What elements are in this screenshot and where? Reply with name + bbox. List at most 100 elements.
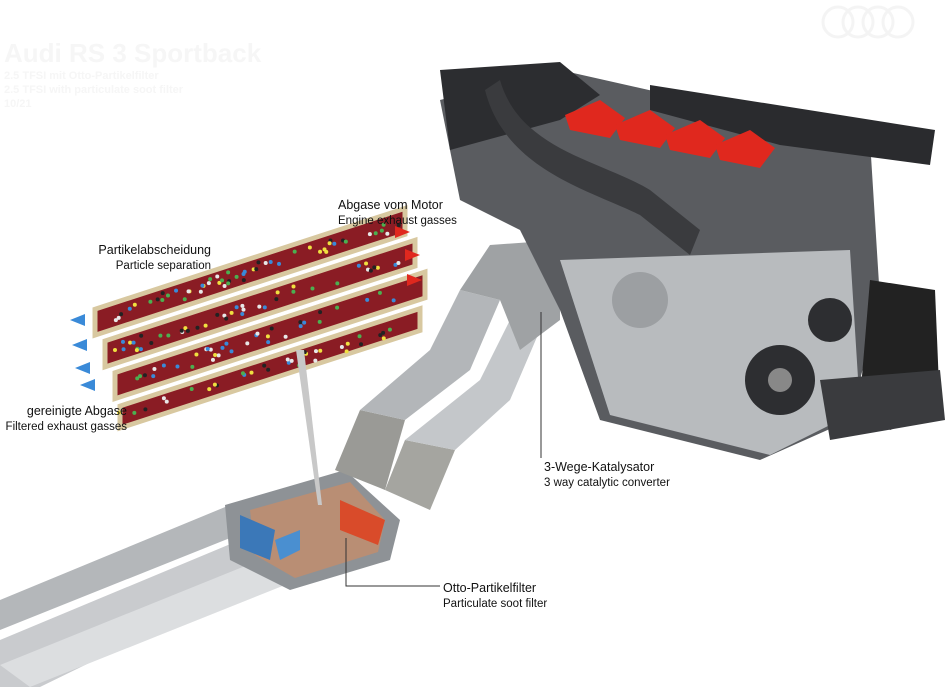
label-en: 3 way catalytic converter bbox=[544, 477, 670, 489]
soot-particle bbox=[379, 228, 384, 233]
soot-particle bbox=[275, 290, 280, 295]
soot-particle bbox=[335, 281, 340, 286]
soot-particle bbox=[142, 373, 147, 378]
soot-particle bbox=[208, 277, 213, 282]
soot-particle bbox=[121, 347, 126, 352]
catalytic-converter bbox=[460, 240, 560, 350]
soot-particle bbox=[322, 247, 327, 252]
soot-particle bbox=[368, 268, 373, 273]
soot-particle bbox=[217, 280, 222, 285]
soot-particle bbox=[175, 364, 180, 369]
soot-particle bbox=[307, 245, 312, 250]
soot-particle bbox=[283, 334, 288, 339]
soot-particle bbox=[161, 363, 166, 368]
red-engine-cover bbox=[565, 100, 775, 168]
soot-particle bbox=[262, 363, 267, 368]
soot-particle bbox=[135, 376, 140, 381]
soot-particle bbox=[289, 358, 294, 363]
soot-particle bbox=[266, 340, 271, 345]
soot-particle bbox=[257, 304, 262, 309]
soot-particle bbox=[245, 341, 250, 346]
soot-particle bbox=[149, 340, 154, 345]
soot-particle bbox=[151, 374, 156, 379]
soot-particle bbox=[120, 339, 125, 344]
soot-particle bbox=[127, 306, 132, 311]
soot-particle bbox=[234, 305, 239, 310]
soot-particle bbox=[194, 352, 199, 357]
soot-particle bbox=[391, 298, 396, 303]
label-en: Engine exhaust gasses bbox=[338, 215, 457, 227]
soot-particle bbox=[241, 278, 246, 283]
soot-particle bbox=[143, 407, 148, 412]
soot-particle bbox=[344, 349, 349, 354]
soot-particle bbox=[387, 327, 392, 332]
soot-particle bbox=[229, 349, 234, 354]
soot-particle bbox=[385, 231, 390, 236]
soot-particle bbox=[285, 357, 290, 362]
soot-particle bbox=[164, 399, 169, 404]
soot-particle bbox=[134, 348, 139, 353]
soot-particle bbox=[208, 347, 213, 352]
soot-particle bbox=[318, 249, 323, 254]
soot-particle bbox=[345, 341, 350, 346]
soot-particle bbox=[174, 288, 179, 293]
outflow-arrows bbox=[70, 314, 95, 391]
label-en: Filtered exhaust gasses bbox=[5, 421, 127, 433]
soot-particle bbox=[113, 318, 118, 323]
soot-particle bbox=[186, 289, 191, 294]
soot-particle bbox=[222, 313, 227, 318]
soot-particle bbox=[356, 263, 361, 268]
soot-particle bbox=[298, 320, 303, 325]
soot-particle bbox=[359, 342, 364, 347]
soot-particle bbox=[203, 323, 208, 328]
soot-particle bbox=[224, 316, 229, 321]
soot-particle bbox=[182, 297, 187, 302]
soot-particle bbox=[254, 267, 259, 272]
soot-particle bbox=[364, 261, 369, 266]
soot-particle bbox=[318, 310, 323, 315]
soot-particle bbox=[265, 334, 270, 339]
soot-particle bbox=[207, 387, 212, 392]
soot-particle bbox=[213, 352, 218, 357]
soot-particle bbox=[375, 265, 380, 270]
soot-particle bbox=[255, 331, 260, 336]
soot-particle bbox=[268, 259, 273, 264]
soot-particle bbox=[229, 310, 234, 315]
callout-pointer bbox=[296, 350, 322, 505]
soot-particle bbox=[373, 231, 378, 236]
exhaust-pipes bbox=[0, 505, 300, 687]
label-en: Particle separation bbox=[115, 260, 211, 272]
soot-particle bbox=[240, 303, 245, 308]
soot-particle bbox=[220, 345, 225, 350]
label-de: 3-Wege-Katalysator bbox=[544, 460, 655, 474]
soot-particle bbox=[234, 274, 239, 279]
soot-particle bbox=[332, 241, 337, 246]
soot-particle bbox=[148, 299, 153, 304]
soot-particle bbox=[158, 333, 163, 338]
label-en: Particulate soot filter bbox=[443, 598, 548, 610]
soot-particle bbox=[277, 261, 282, 266]
filter-cross-section bbox=[70, 205, 428, 432]
soot-particle bbox=[291, 289, 296, 294]
soot-particle bbox=[166, 333, 171, 338]
soot-particle bbox=[206, 281, 211, 286]
soot-particle bbox=[119, 312, 124, 317]
soot-particle bbox=[138, 374, 143, 379]
soot-particle bbox=[298, 324, 303, 329]
soot-particle bbox=[381, 330, 386, 335]
soot-particle bbox=[215, 274, 220, 279]
soot-particle bbox=[215, 312, 220, 317]
subtitle-de: 2.5 TFSI mit Otto-Partikelfilter bbox=[4, 70, 159, 82]
soot-particle bbox=[241, 307, 246, 312]
soot-particle bbox=[160, 291, 165, 296]
soot-particle bbox=[183, 326, 188, 331]
soot-particle bbox=[262, 305, 267, 310]
soot-particle bbox=[205, 346, 210, 351]
soot-particle bbox=[357, 334, 362, 339]
soot-particle bbox=[138, 347, 143, 352]
audi-logo bbox=[821, 5, 915, 39]
soot-particle bbox=[128, 340, 133, 345]
soot-particle bbox=[313, 358, 318, 363]
soot-particle bbox=[226, 281, 231, 286]
soot-particle bbox=[190, 364, 195, 369]
